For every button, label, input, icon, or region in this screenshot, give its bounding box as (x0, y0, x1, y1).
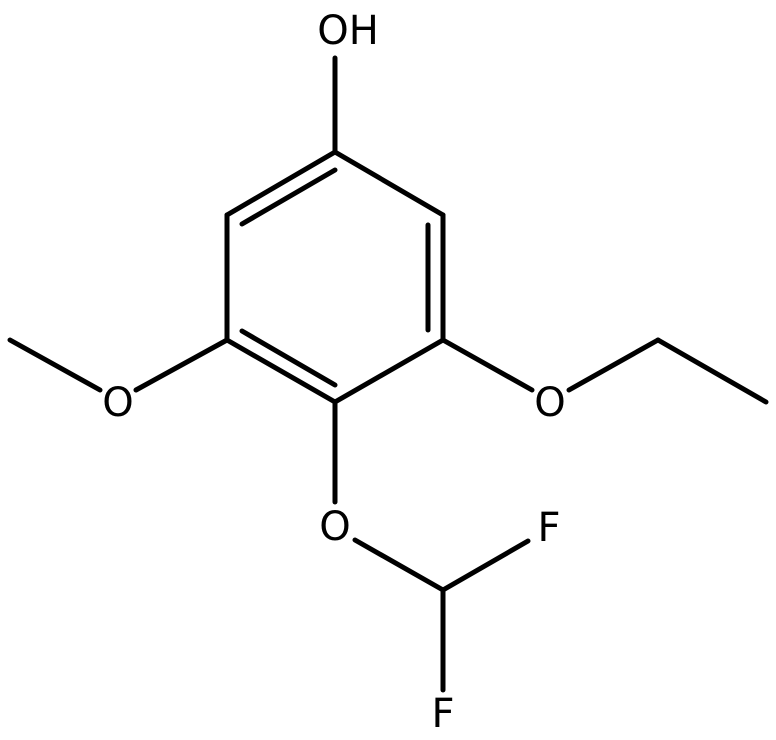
ring-bond-c6-c1 (224, 149, 338, 218)
ring-bond-c4-c5-inner (239, 328, 338, 388)
bond-c5-o-methoxy (133, 337, 230, 393)
fluorine-top-label: F (537, 505, 560, 551)
ring-bond-c1-c2 (332, 149, 446, 218)
benzene-ring (224, 149, 446, 405)
ethoxy-group: O (440, 337, 769, 426)
bond-chf2-f-top (440, 538, 531, 593)
bond-ch2-ch3-ethoxy (655, 337, 769, 405)
difluoromethoxy-oxygen-label: O (319, 504, 350, 550)
bond-c3-o-ethoxy (440, 337, 535, 393)
bond-o-ch2-ethoxy (566, 337, 661, 393)
ring-bond-c4-c5 (224, 337, 338, 405)
fluorine-bottom-label: F (431, 691, 454, 737)
hydroxyl-group: OH (317, 8, 379, 155)
ethoxy-oxygen-label: O (534, 380, 565, 426)
methoxy-group: O (7, 337, 230, 426)
ring-bond-c3-c4 (332, 337, 446, 405)
bond-o-chf2 (352, 537, 446, 593)
bond-o-ch3-methoxy (7, 337, 103, 393)
hydroxyl-label: OH (317, 8, 379, 54)
difluoromethoxy-group: O F F (319, 399, 561, 737)
ring-bond-c6-c1-inner (239, 167, 338, 227)
methoxy-oxygen-label: O (102, 380, 133, 426)
